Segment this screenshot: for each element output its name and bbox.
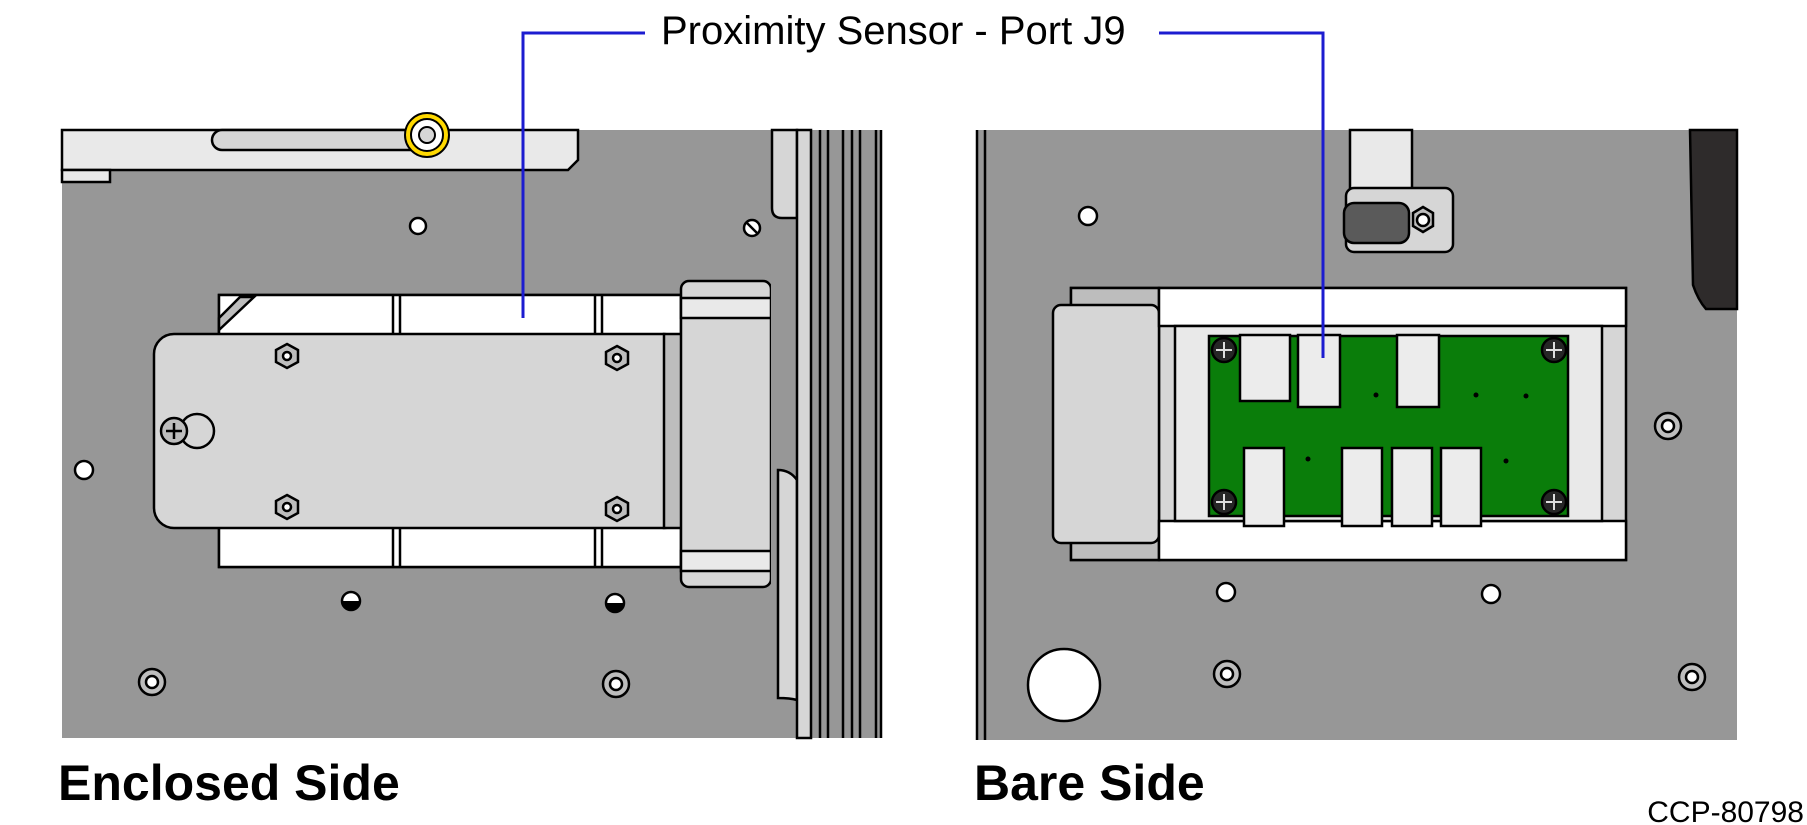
pcb-corner-screw-icon xyxy=(1210,336,1238,364)
round-knob xyxy=(1026,647,1102,723)
figure-id: CCP-80798 xyxy=(1647,796,1804,825)
pcb-connector xyxy=(1238,333,1292,403)
enclosed-side-caption: Enclosed Side xyxy=(58,755,400,811)
small-tab xyxy=(60,168,112,184)
bare-side-panel xyxy=(975,128,1739,740)
mount-hole xyxy=(73,459,95,481)
screw-icon xyxy=(137,667,167,697)
pcb-connector xyxy=(1395,333,1441,409)
pcb-corner-screw-icon xyxy=(1210,488,1238,516)
hex-nut-icon xyxy=(604,495,630,523)
mount-hole xyxy=(1480,583,1502,605)
callout-lines xyxy=(521,31,1325,358)
pcb-corner-screw-icon xyxy=(1540,336,1568,364)
pcb-connector xyxy=(1242,446,1286,528)
mount-hole xyxy=(408,216,428,236)
hex-nut-icon xyxy=(274,493,300,521)
pcb-connector xyxy=(1340,446,1384,528)
screw-icon xyxy=(601,669,631,699)
vertical-rail xyxy=(770,128,883,740)
callout-leader-left xyxy=(521,31,645,318)
dark-block xyxy=(1688,128,1739,311)
port-j9-connector xyxy=(1296,333,1342,409)
pcb-connector xyxy=(1390,446,1434,528)
phillips-screw-icon xyxy=(159,412,216,450)
screw-icon xyxy=(1677,662,1707,692)
clamp-block xyxy=(679,279,773,589)
screw-icon xyxy=(1653,411,1683,441)
callout-leader-right xyxy=(1159,31,1325,358)
half-hole xyxy=(604,592,626,614)
round-connector-icon xyxy=(404,112,450,158)
bare-side-caption: Bare Side xyxy=(974,755,1205,811)
enclosed-side-panel xyxy=(60,112,883,740)
pcb-connector xyxy=(1439,446,1483,528)
screw-icon xyxy=(1212,659,1242,689)
pcb-corner-screw-icon xyxy=(1540,488,1568,516)
cover-slot xyxy=(210,128,434,152)
slotted-hole xyxy=(742,218,762,238)
mount-hole xyxy=(1215,581,1237,603)
enclosure-bracket xyxy=(152,332,686,530)
half-hole xyxy=(340,590,362,612)
cable-clamp xyxy=(1342,128,1455,254)
hex-nut-icon xyxy=(274,342,300,370)
hex-nut-icon xyxy=(604,344,630,372)
mount-hole xyxy=(1077,205,1099,227)
callout-label: Proximity Sensor - Port J9 xyxy=(661,9,1126,53)
